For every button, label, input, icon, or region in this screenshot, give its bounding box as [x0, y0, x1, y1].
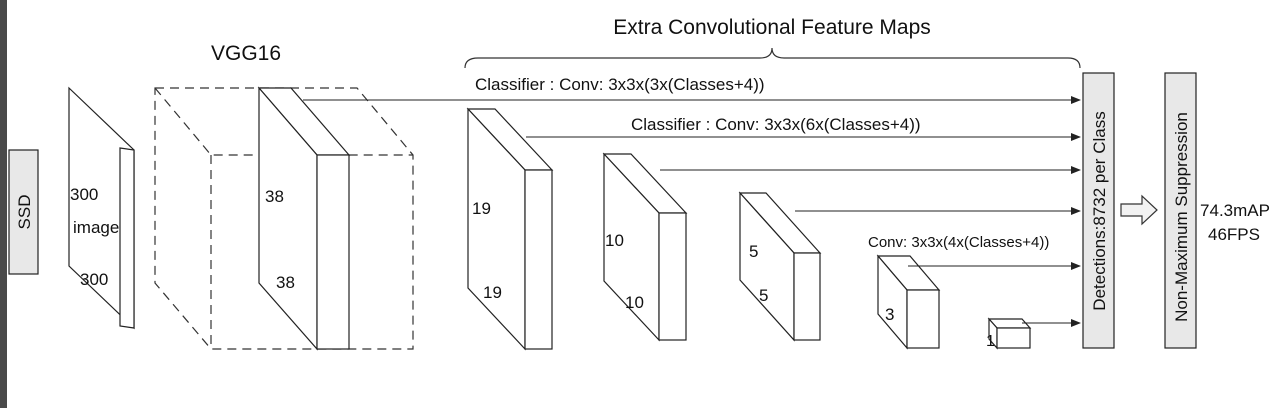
nms-label: Non-Maximum Suppression: [1172, 112, 1191, 322]
vgg-size-bottom: 38: [276, 273, 295, 292]
detections-label: Detections:8732 per Class: [1090, 111, 1109, 310]
feature-map-5: 5 5: [738, 191, 822, 342]
input-size-bottom: 300: [80, 270, 108, 289]
map5-size-top: 5: [749, 242, 758, 261]
extra-maps-brace: [464, 47, 1081, 69]
vgg-feature-map-38: 38 38: [257, 86, 351, 351]
ssd-label-box: SSD: [8, 149, 39, 275]
vgg16-dashed-cube: [154, 87, 414, 350]
block-arrow: [1120, 194, 1158, 226]
result-fps: 46FPS: [1208, 225, 1260, 244]
map1-size: 1: [986, 333, 995, 350]
vgg-size-top: 38: [265, 187, 284, 206]
map3-size: 3: [885, 305, 894, 324]
ssd-label: SSD: [15, 195, 34, 230]
feature-map-19: 19 19: [466, 107, 554, 351]
map19-size-top: 19: [472, 199, 491, 218]
feature-map-3: 3: [876, 254, 941, 350]
classifier-label-3: Conv: 3x3x(4x(Classes+4)): [868, 234, 1049, 251]
feature-map-10: 10 10: [602, 152, 688, 342]
vgg16-label: VGG16: [211, 42, 281, 65]
input-image-slab: 300 image 300: [68, 86, 135, 330]
classifier-label-1: Classifier : Conv: 3x3x(3x(Classes+4)): [475, 75, 765, 94]
feature-map-1: 1: [986, 317, 1032, 350]
input-image-label: image: [73, 218, 119, 237]
window-edge-bar: [0, 0, 7, 408]
map10-size-bottom: 10: [625, 293, 644, 312]
map5-size-bottom: 5: [759, 286, 768, 305]
map19-size-bottom: 19: [483, 283, 502, 302]
nms-panel: Non-Maximum Suppression: [1164, 72, 1197, 349]
extra-maps-title: Extra Convolutional Feature Maps: [613, 16, 931, 39]
classifier-label-2: Classifier : Conv: 3x3x(6x(Classes+4)): [631, 115, 921, 134]
map10-size-top: 10: [605, 231, 624, 250]
result-map: 74.3mAP: [1200, 201, 1270, 220]
input-size-top: 300: [70, 185, 98, 204]
detections-panel: Detections:8732 per Class: [1082, 72, 1115, 349]
